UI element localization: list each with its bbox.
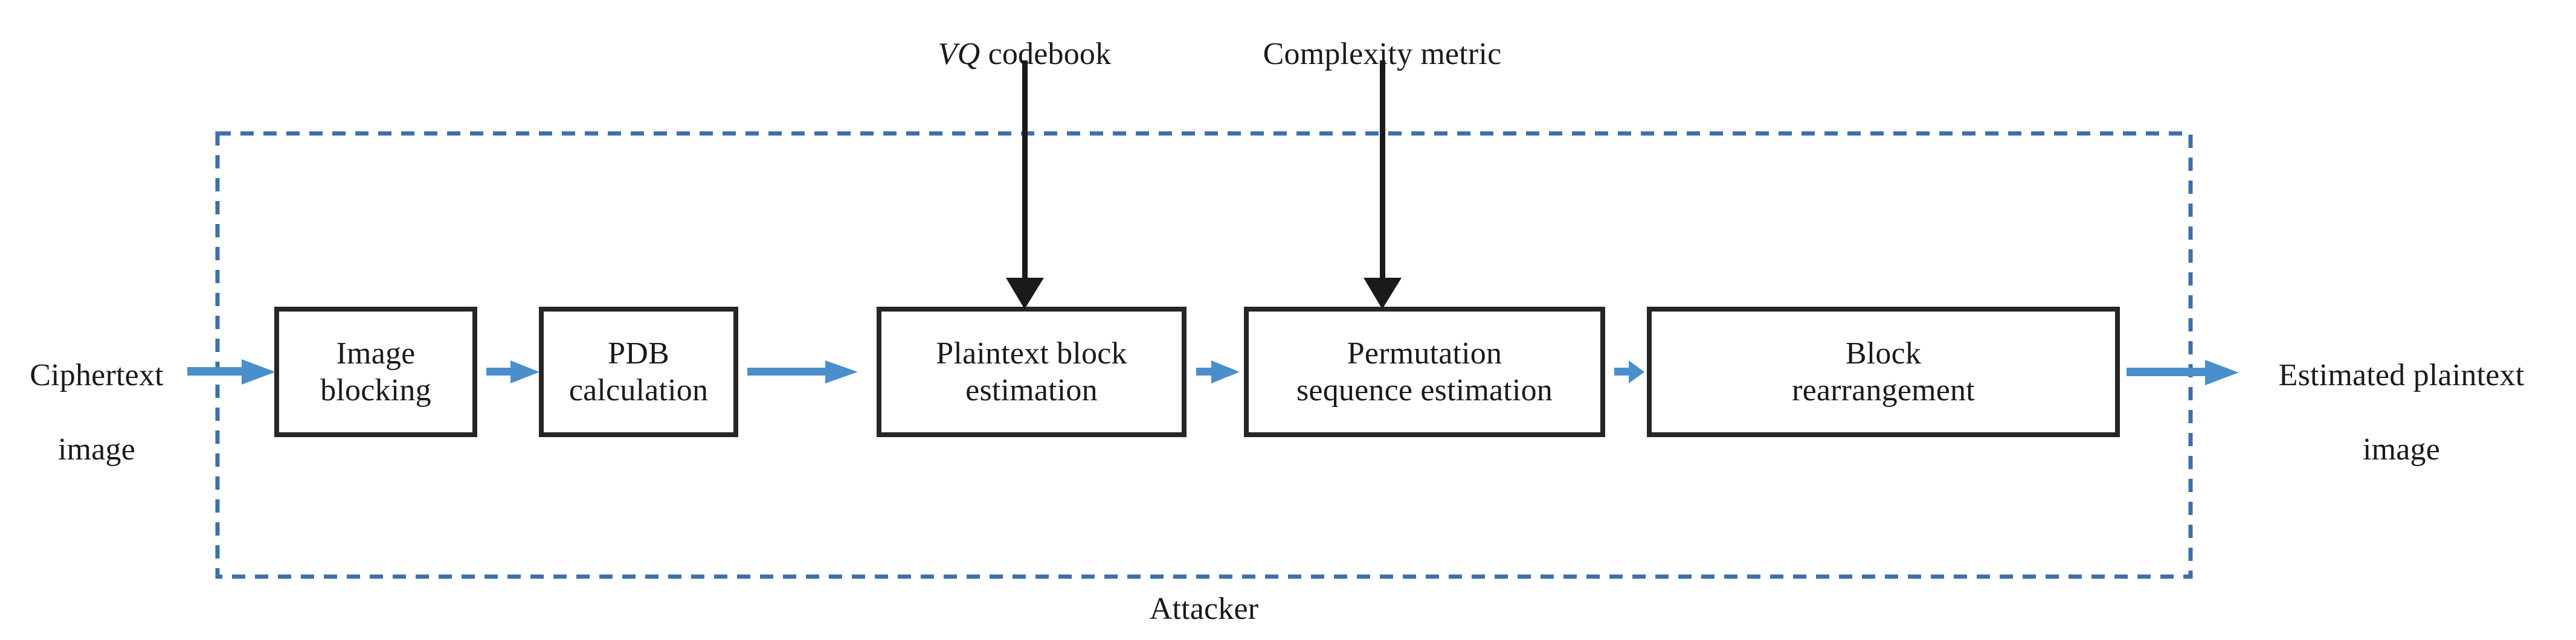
vq-codebook-italic-part: VQ: [938, 37, 980, 72]
label-permutation-sequence-estimation[interactable]: Permutation sequence estimation: [1246, 309, 1603, 435]
label-complexity-metric: Complexity metric: [1171, 0, 1594, 73]
label-estimated-plaintext-image: Estimated plaintext image: [2220, 320, 2576, 505]
label-attacker-boundary: Attacker: [1149, 592, 1259, 626]
label-plaintext-block-estimation[interactable]: Plaintext block estimation: [879, 309, 1184, 435]
arrow-block-rearrangement-to-estimated-plaintext: [2127, 360, 2239, 385]
arrow-image-blocking-to-pdb: [486, 360, 539, 383]
arrow-pdb-to-plaintext-block: [747, 360, 858, 383]
pdb-calculation-line1: PDB: [608, 336, 669, 371]
attacker-boundary-dashed-box: [215, 131, 2193, 579]
box-plaintext-block-estimation[interactable]: [877, 307, 1187, 437]
permutation-sequence-estimation-line2: sequence estimation: [1296, 373, 1553, 408]
estimated-plaintext-line2: image: [2362, 432, 2441, 467]
image-blocking-line1: Image: [336, 336, 416, 371]
ciphertext-image-line2: image: [57, 432, 136, 467]
arrow-permutation-to-block-rearrangement: [1614, 360, 1644, 383]
image-blocking-line2: blocking: [320, 373, 431, 408]
ciphertext-image-line1: Ciphertext: [30, 358, 164, 393]
arrow-vq-codebook-to-plaintext-block-estimation: [1006, 60, 1044, 309]
pdb-calculation-line2: calculation: [568, 373, 709, 408]
arrow-plaintext-block-to-permutation: [1196, 360, 1240, 383]
box-block-rearrangement[interactable]: [1647, 307, 2120, 437]
arrow-complexity-metric-to-permutation-sequence-estimation: [1364, 60, 1402, 309]
block-rearrangement-line2: rearrangement: [1792, 373, 1975, 408]
block-rearrangement-line1: Block: [1845, 336, 1922, 371]
label-vq-codebook: VQ codebook: [813, 0, 1236, 73]
box-permutation-sequence-estimation[interactable]: [1244, 307, 1605, 437]
vq-codebook-rest: codebook: [980, 37, 1112, 72]
label-image-blocking[interactable]: Image blocking: [277, 309, 475, 435]
label-pdb-calculation[interactable]: PDB calculation: [541, 309, 736, 435]
plaintext-block-estimation-line2: estimation: [965, 373, 1098, 408]
label-ciphertext-image: Ciphertext image: [0, 320, 224, 505]
box-image-blocking[interactable]: [274, 307, 477, 437]
estimated-plaintext-line1: Estimated plaintext: [2278, 358, 2525, 393]
complexity-metric-text: Complexity metric: [1263, 37, 1502, 72]
box-pdb-calculation[interactable]: [539, 307, 738, 437]
label-block-rearrangement[interactable]: Block rearrangement: [1649, 309, 2117, 435]
plaintext-block-estimation-line1: Plaintext block: [936, 336, 1127, 371]
permutation-sequence-estimation-line1: Permutation: [1347, 336, 1502, 371]
arrow-ciphertext-to-image-blocking: [187, 359, 275, 385]
